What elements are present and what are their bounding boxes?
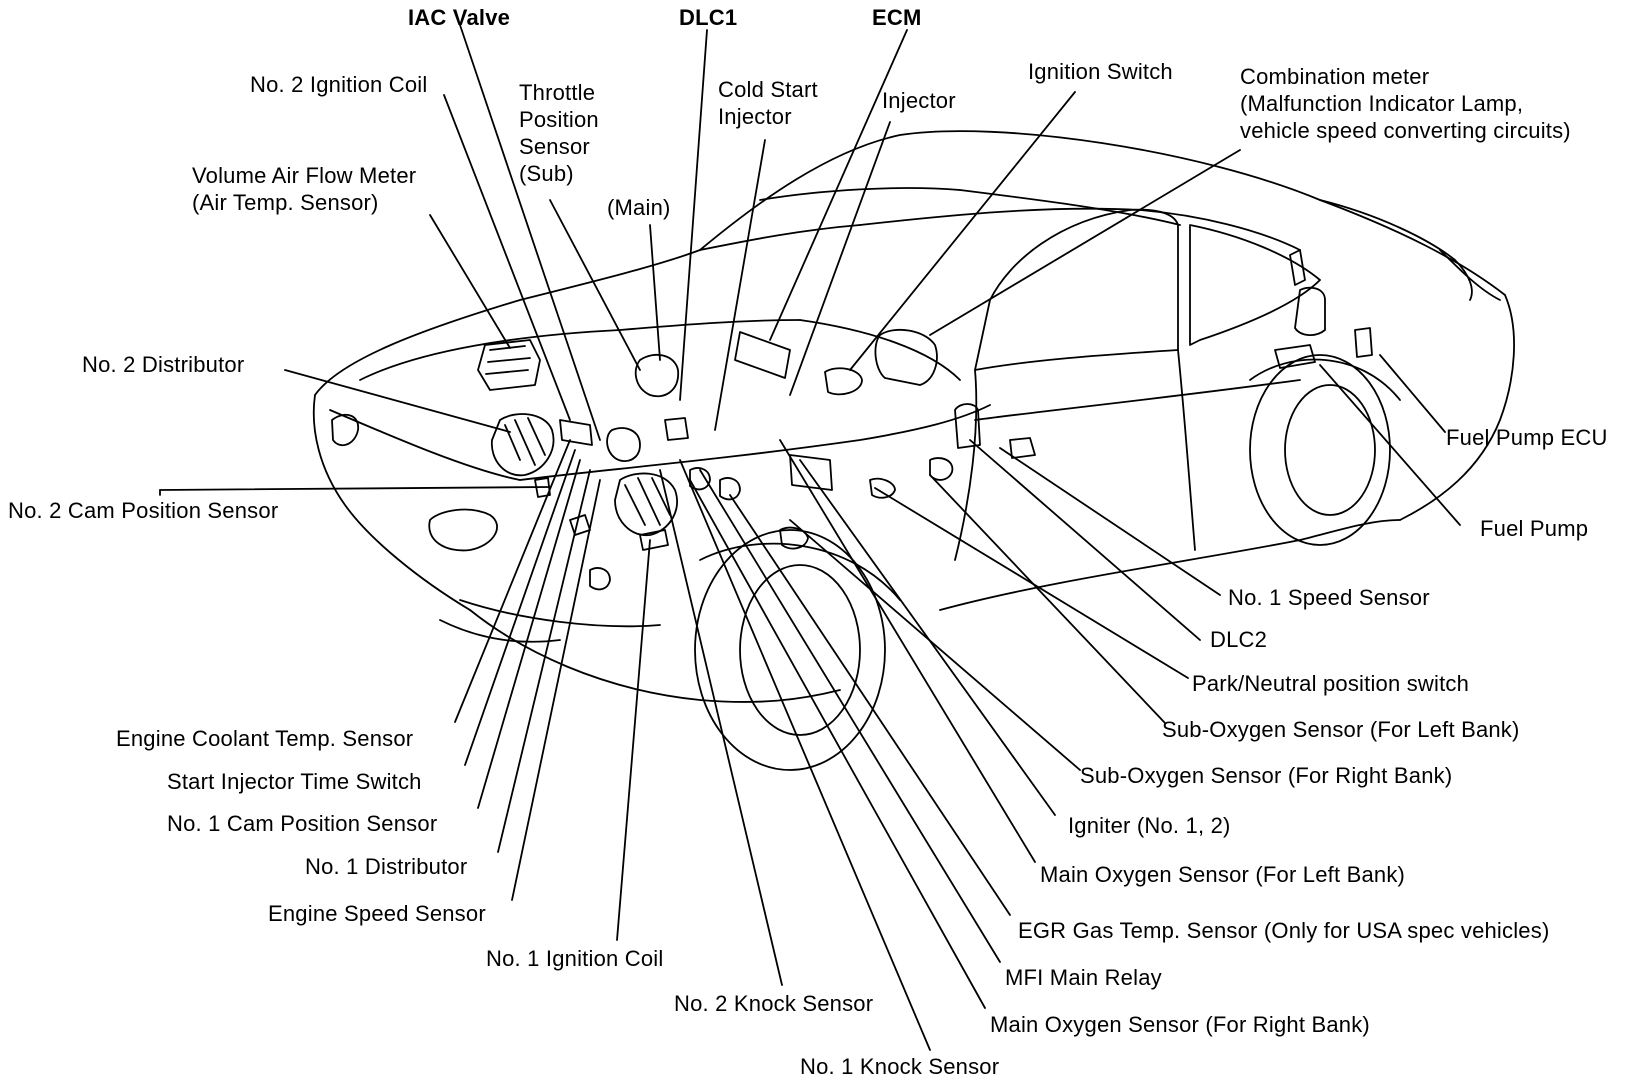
label-fuel-pump: Fuel Pump [1480, 516, 1589, 541]
label-no2-knock-sensor: No. 2 Knock Sensor [674, 991, 874, 1016]
label-park-neutral-switch: Park/Neutral position switch [1192, 671, 1470, 696]
label-egr-gas-temp: EGR Gas Temp. Sensor (Only for USA spec … [1018, 918, 1550, 943]
label-engine-speed-sensor: Engine Speed Sensor [268, 901, 486, 926]
label-fuel-pump-ecu: Fuel Pump ECU [1446, 425, 1608, 450]
label-throttle-main: (Main) [607, 195, 671, 220]
label-dlc2: DLC2 [1210, 627, 1268, 652]
label-igniter: Igniter (No. 1, 2) [1068, 813, 1231, 838]
label-no2-ignition-coil: No. 2 Ignition Coil [250, 72, 428, 97]
leader-lines [159, 24, 1461, 1051]
label-no2-distributor: No. 2 Distributor [82, 352, 245, 377]
label-throttle-position-sensor: Throttle Position Sensor (Sub) [519, 80, 599, 186]
label-no1-knock-sensor: No. 1 Knock Sensor [800, 1054, 1000, 1079]
label-dlc1: DLC1 [679, 5, 738, 30]
label-no2-cam-position-sensor: No. 2 Cam Position Sensor [8, 498, 279, 523]
label-main-oxygen-left: Main Oxygen Sensor (For Left Bank) [1040, 862, 1406, 887]
label-ecm: ECM [872, 5, 922, 30]
label-no1-cam-position-sensor: No. 1 Cam Position Sensor [167, 811, 438, 836]
label-sub-oxygen-right: Sub-Oxygen Sensor (For Right Bank) [1080, 763, 1453, 788]
label-no1-distributor: No. 1 Distributor [305, 854, 468, 879]
label-volume-air-flow-meter: Volume Air Flow Meter (Air Temp. Sensor) [192, 163, 417, 215]
label-sub-oxygen-left: Sub-Oxygen Sensor (For Left Bank) [1162, 717, 1520, 742]
label-iac-valve: IAC Valve [408, 5, 511, 30]
label-cold-start-injector: Cold Start Injector [718, 77, 818, 129]
label-injector: Injector [882, 88, 956, 113]
label-start-injector-time-switch: Start Injector Time Switch [167, 769, 422, 794]
label-no1-ignition-coil: No. 1 Ignition Coil [486, 946, 664, 971]
label-mfi-main-relay: MFI Main Relay [1005, 965, 1162, 990]
label-engine-coolant-temp-sensor: Engine Coolant Temp. Sensor [116, 726, 414, 751]
label-main-oxygen-right: Main Oxygen Sensor (For Right Bank) [990, 1012, 1370, 1037]
label-combination-meter: Combination meter (Malfunction Indicator… [1240, 64, 1571, 143]
label-no1-speed-sensor: No. 1 Speed Sensor [1228, 585, 1430, 610]
car-body-outline [312, 130, 1515, 771]
component-sketches [477, 249, 1373, 591]
label-ignition-switch: Ignition Switch [1028, 59, 1173, 84]
